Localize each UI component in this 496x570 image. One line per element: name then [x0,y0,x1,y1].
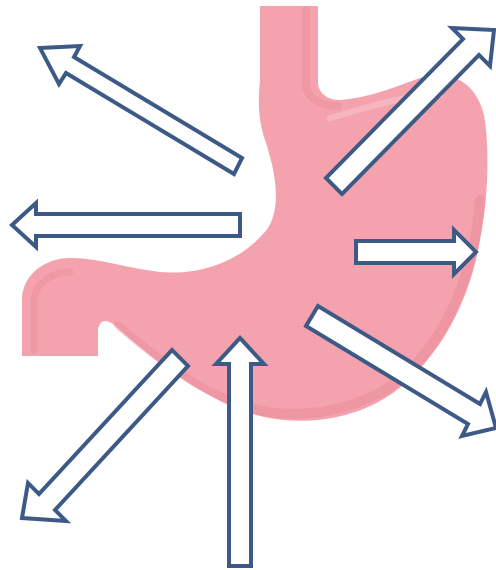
arrow-upper-left [40,46,242,174]
arrow-lower-left [22,350,188,521]
arrow-left [12,203,240,247]
